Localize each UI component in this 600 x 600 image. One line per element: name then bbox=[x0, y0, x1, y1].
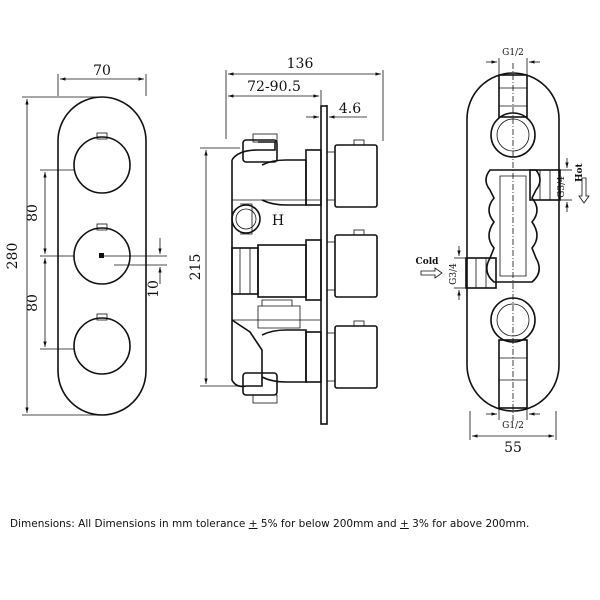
side-view: H 136 72-90.5 4.6 215 bbox=[188, 56, 384, 425]
plus-minus-2: + bbox=[399, 518, 409, 530]
side-knob-top bbox=[334, 144, 378, 208]
front-spacing-upper-dim: 80 bbox=[25, 204, 41, 222]
front-spacing-lower-dim: 80 bbox=[25, 294, 41, 312]
front-view: 70 280 80 80 10 bbox=[5, 63, 167, 416]
front-width-dim: 70 bbox=[93, 63, 111, 79]
side-range-dim: 72-90.5 bbox=[247, 79, 301, 95]
rear-hot-label: Hot bbox=[575, 162, 585, 182]
front-knob-top bbox=[73, 136, 131, 194]
rear-bottom-port: G1/2 bbox=[502, 421, 524, 431]
rear-top-chamber bbox=[490, 112, 536, 158]
rear-valve-body bbox=[485, 169, 541, 283]
tolerance-note: Dimensions: All Dimensions in mm toleran… bbox=[10, 518, 600, 530]
cold-arrow-icon bbox=[420, 267, 443, 279]
front-offset-dim: 10 bbox=[146, 280, 162, 298]
rear-top-port: G1/2 bbox=[502, 48, 524, 58]
hot-arrow-icon bbox=[578, 177, 590, 204]
rear-cold-inlet bbox=[465, 257, 497, 289]
side-depth-dim: 136 bbox=[287, 56, 314, 72]
front-height-dim: 280 bbox=[5, 243, 21, 270]
side-hot-mark: H bbox=[272, 213, 284, 229]
side-height-dim: 215 bbox=[188, 254, 204, 281]
plus-minus-1: + bbox=[248, 518, 258, 530]
front-knob-bottom bbox=[73, 317, 131, 375]
rear-bottom-chamber bbox=[490, 297, 536, 343]
side-plate-dim: 4.6 bbox=[339, 101, 361, 117]
side-hot-inlet bbox=[231, 204, 261, 234]
tolerance-suffix: 3% for above 200mm. bbox=[408, 518, 530, 530]
tolerance-mid: 5% for below 200mm and bbox=[257, 518, 400, 530]
rear-hot-port: G3/4 bbox=[557, 176, 567, 198]
side-knob-bottom bbox=[334, 325, 378, 389]
rear-backplate bbox=[466, 72, 560, 412]
rear-hot-inlet bbox=[529, 169, 561, 201]
tolerance-prefix: Dimensions: All Dimensions in mm toleran… bbox=[10, 518, 249, 530]
rear-cold-label: Cold bbox=[416, 257, 440, 267]
side-wall-plate bbox=[320, 105, 328, 425]
rear-width-dim: 55 bbox=[504, 440, 522, 456]
rear-cold-port: G3/4 bbox=[449, 263, 459, 285]
rear-view: G1/2 G1/2 55 G3/4 Hot G3/4 Cold bbox=[416, 48, 590, 456]
side-knob-middle bbox=[334, 234, 378, 298]
